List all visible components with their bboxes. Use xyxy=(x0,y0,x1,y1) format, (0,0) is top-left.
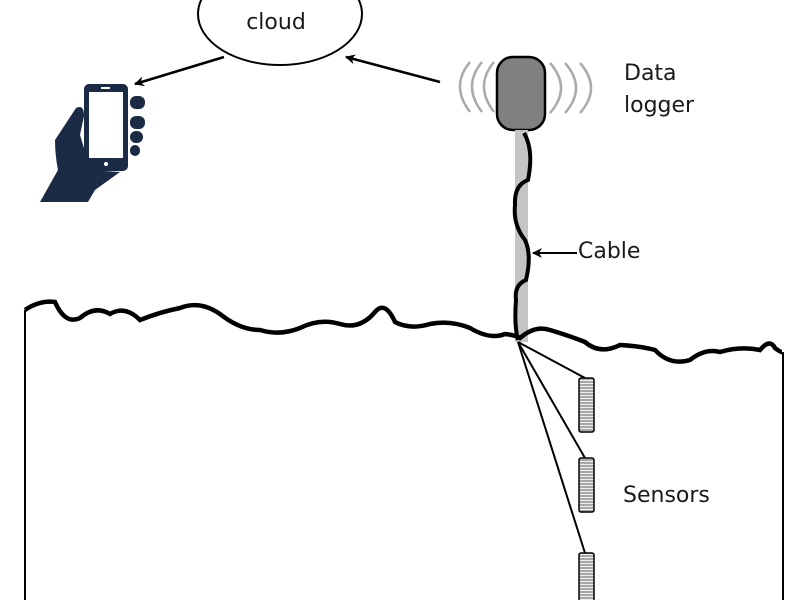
cloud-label: cloud xyxy=(246,10,306,35)
sensors-label: Sensors xyxy=(623,483,710,508)
wireless-signal-icon xyxy=(458,61,593,114)
data-logger-device xyxy=(495,55,547,132)
cloud-node: cloud xyxy=(197,0,363,66)
sensor-1 xyxy=(578,377,595,433)
cable-label: Cable xyxy=(578,239,640,264)
data-logger-label-line2: logger xyxy=(624,93,695,118)
data-logger-label-line1: Data xyxy=(624,61,677,86)
cloud-to-phone-arrow xyxy=(134,55,225,87)
cable xyxy=(512,131,533,341)
sensor-3 xyxy=(578,552,595,600)
logger-to-cloud-arrow xyxy=(345,54,441,84)
hand-holding-smartphone-icon xyxy=(40,84,145,202)
ground xyxy=(23,299,784,600)
sensor-2 xyxy=(578,457,595,513)
sensor-wires xyxy=(517,341,586,554)
